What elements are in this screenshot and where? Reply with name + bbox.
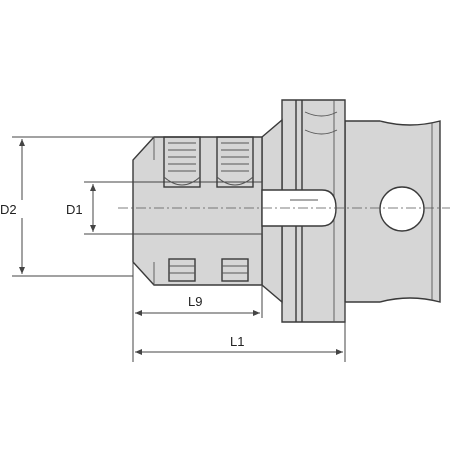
dimension-l1 <box>135 302 346 362</box>
flange-notch <box>304 111 338 117</box>
dimension-label-d2: D2 <box>0 202 17 217</box>
clamping-screw-2 <box>216 136 254 188</box>
cross-hole <box>379 186 425 232</box>
dimension-label-l9: L9 <box>188 294 202 309</box>
screw-seat-2 <box>221 258 249 282</box>
clamping-screw-1 <box>163 136 201 188</box>
dimension-l9 <box>132 262 263 362</box>
nose-body <box>132 136 263 286</box>
dimension-d1 <box>84 181 133 235</box>
screw-seat-1 <box>168 258 196 282</box>
dimension-label-l1: L1 <box>230 334 244 349</box>
flange-notch-lower <box>304 129 338 135</box>
dimension-d2 <box>0 136 154 277</box>
dimension-label-d1: D1 <box>66 202 83 217</box>
